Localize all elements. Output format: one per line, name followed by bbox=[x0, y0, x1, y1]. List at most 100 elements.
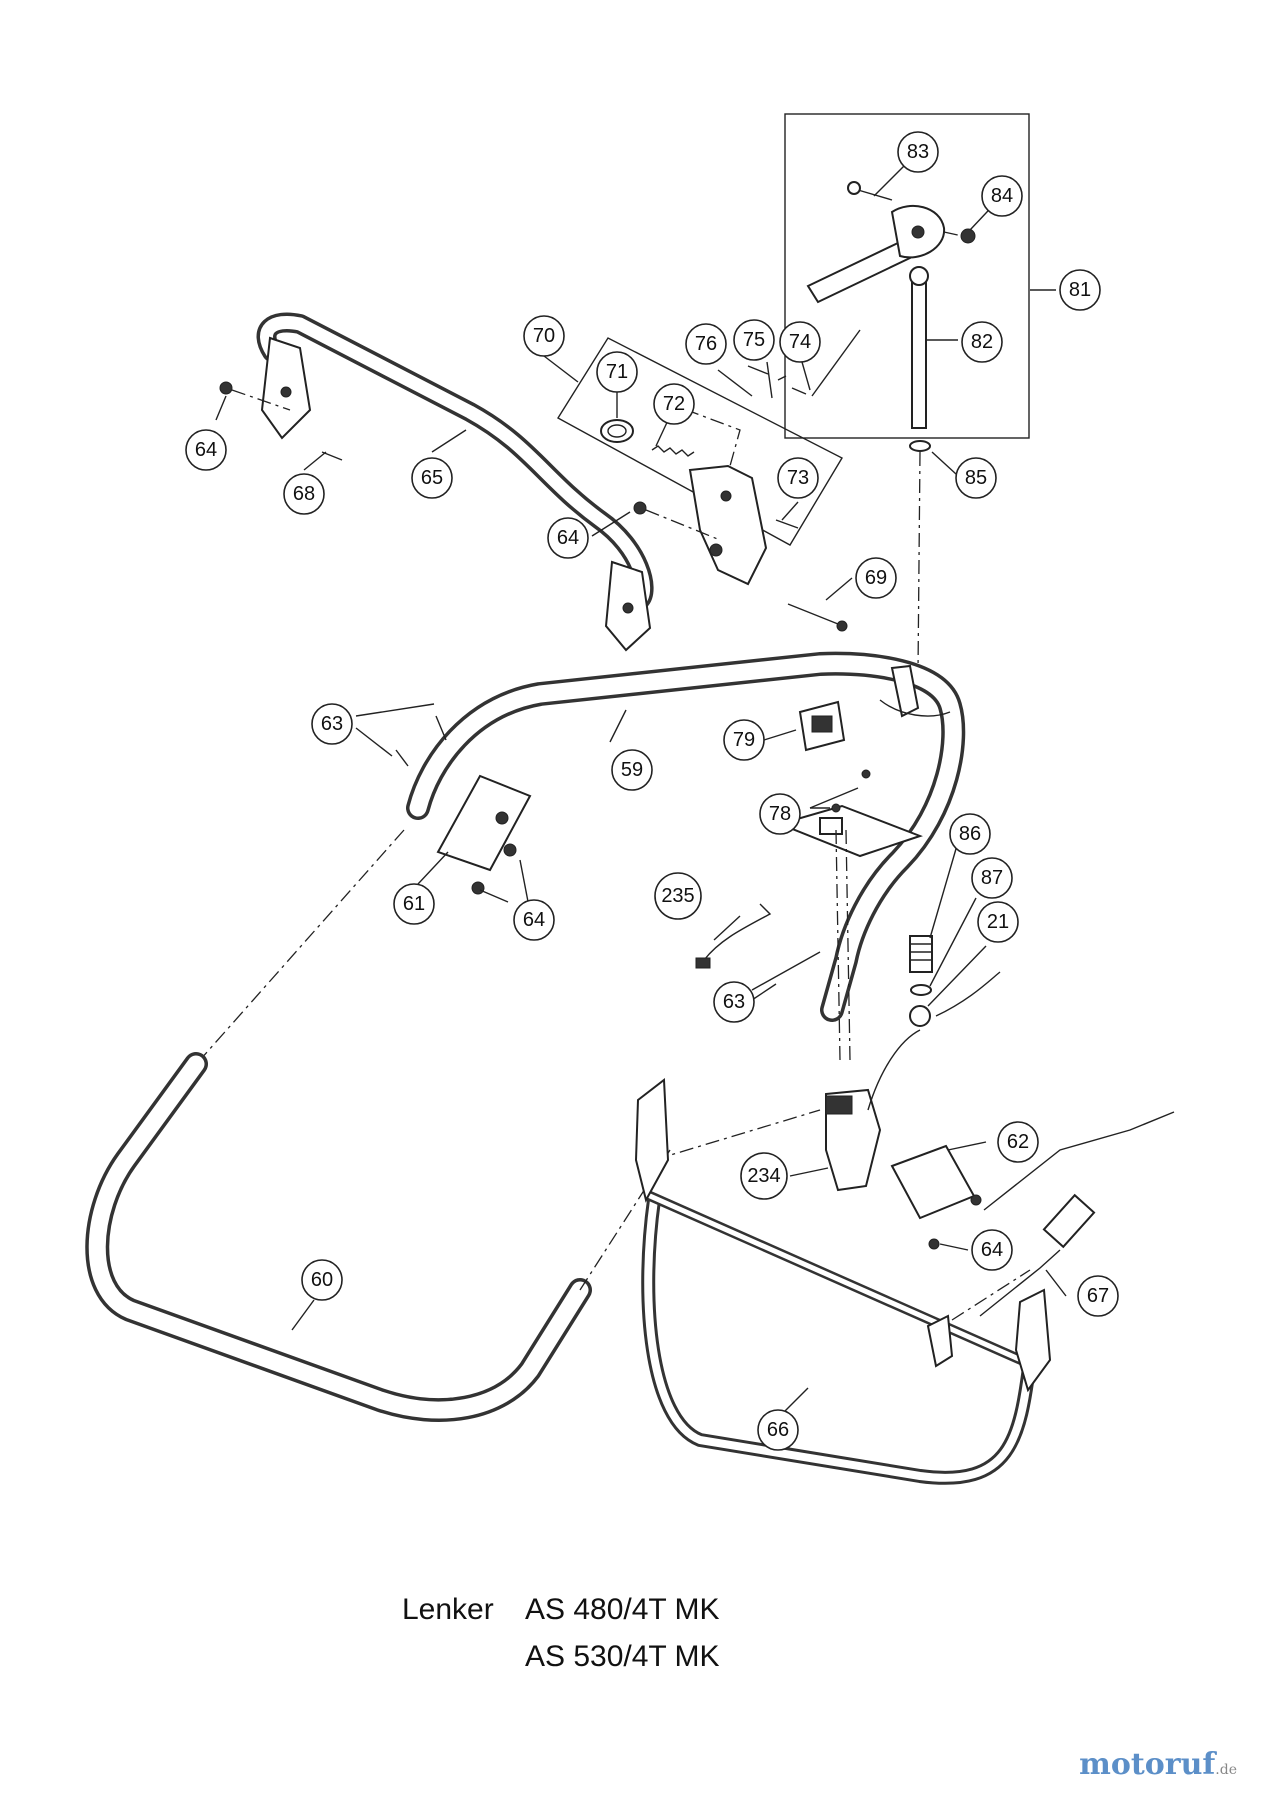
callout-circle bbox=[611, 749, 653, 791]
callout-label: 79 bbox=[733, 729, 755, 751]
main-handle-frame-59 bbox=[199, 651, 966, 1061]
callout-60: 60 bbox=[301, 1259, 343, 1301]
callout-circle bbox=[1059, 269, 1101, 311]
callout-circle bbox=[733, 319, 775, 361]
callout-label: 76 bbox=[695, 333, 717, 355]
callout-label: 63 bbox=[321, 713, 343, 735]
callout-234: 234 bbox=[740, 1152, 788, 1200]
callout-label: 234 bbox=[747, 1165, 780, 1187]
spring-stack bbox=[909, 935, 1001, 1027]
logo-tld: .de bbox=[1215, 1762, 1237, 1778]
callout-circle bbox=[393, 883, 435, 925]
callout-circle bbox=[653, 383, 695, 425]
callout-label: 69 bbox=[865, 567, 887, 589]
callout-circle bbox=[740, 1152, 788, 1200]
callout-63: 63 bbox=[311, 703, 353, 745]
callout-circle bbox=[971, 857, 1013, 899]
callout-74: 74 bbox=[779, 321, 821, 363]
callout-84: 84 bbox=[981, 175, 1023, 217]
callout-78: 78 bbox=[759, 793, 801, 835]
lower-frame-66 bbox=[634, 1078, 1052, 1485]
upper-handle-bar-65 bbox=[256, 312, 654, 652]
callout-circle bbox=[513, 899, 555, 941]
callout-67: 67 bbox=[1077, 1275, 1119, 1317]
callout-87: 87 bbox=[971, 857, 1013, 899]
callout-label: 74 bbox=[789, 331, 811, 353]
callout-circle bbox=[713, 981, 755, 1023]
callout-circle bbox=[997, 1121, 1039, 1163]
callout-68: 68 bbox=[283, 473, 325, 515]
callout-label: 70 bbox=[533, 325, 555, 347]
callout-label: 64 bbox=[557, 527, 579, 549]
callout-circle bbox=[311, 703, 353, 745]
callout-circle bbox=[971, 1229, 1013, 1271]
motoruf-logo[interactable]: motoruf.de bbox=[1079, 1747, 1237, 1782]
callout-label: 71 bbox=[606, 361, 628, 383]
lower-frame-60 bbox=[85, 1052, 821, 1422]
callout-circle bbox=[855, 557, 897, 599]
callout-75: 75 bbox=[733, 319, 775, 361]
callout-circle bbox=[596, 351, 638, 393]
callout-21: 21 bbox=[977, 901, 1019, 943]
callout-72: 72 bbox=[653, 383, 695, 425]
callout-81: 81 bbox=[1059, 269, 1101, 311]
callout-label: 68 bbox=[293, 483, 315, 505]
callout-76: 76 bbox=[685, 323, 727, 365]
callout-label: 82 bbox=[971, 331, 993, 353]
callout-circle bbox=[897, 131, 939, 173]
diagram-title-label: Lenker bbox=[402, 1593, 494, 1626]
callout-65: 65 bbox=[411, 457, 453, 499]
callout-86: 86 bbox=[949, 813, 991, 855]
logo-name: motoruf bbox=[1079, 1747, 1216, 1782]
callout-85: 85 bbox=[955, 457, 997, 499]
callout-circle bbox=[654, 872, 702, 920]
model-name-1: AS 480/4T MK bbox=[525, 1593, 720, 1626]
callout-circle bbox=[723, 719, 765, 761]
callout-82: 82 bbox=[961, 321, 1003, 363]
callout-64: 64 bbox=[971, 1229, 1013, 1271]
callout-label: 235 bbox=[661, 885, 694, 907]
callout-71: 71 bbox=[596, 351, 638, 393]
callout-69: 69 bbox=[855, 557, 897, 599]
callout-label: 85 bbox=[965, 467, 987, 489]
callout-circle bbox=[685, 323, 727, 365]
callout-label: 73 bbox=[787, 467, 809, 489]
bracket-61 bbox=[395, 715, 532, 895]
callout-circle bbox=[301, 1259, 343, 1301]
callout-circle bbox=[949, 813, 991, 855]
callout-circle bbox=[757, 1409, 799, 1451]
callout-circle bbox=[185, 429, 227, 471]
shift-lever-box-81 bbox=[784, 113, 1030, 673]
callout-label: 75 bbox=[743, 329, 765, 351]
callout-83: 83 bbox=[897, 131, 939, 173]
callout-63: 63 bbox=[713, 981, 755, 1023]
callout-circle bbox=[283, 473, 325, 515]
callout-label: 83 bbox=[907, 141, 929, 163]
callout-circle bbox=[1077, 1275, 1119, 1317]
callout-circle bbox=[547, 517, 589, 559]
callout-64: 64 bbox=[547, 517, 589, 559]
callout-circle bbox=[779, 321, 821, 363]
callout-label: 61 bbox=[403, 893, 425, 915]
callout-label: 87 bbox=[981, 867, 1003, 889]
lower-lever-assembly bbox=[825, 1029, 1175, 1321]
callout-label: 64 bbox=[523, 909, 545, 931]
callout-label: 59 bbox=[621, 759, 643, 781]
model-name-2: AS 530/4T MK bbox=[525, 1640, 720, 1673]
callout-circle bbox=[411, 457, 453, 499]
control-plate bbox=[776, 700, 923, 1061]
callout-66: 66 bbox=[757, 1409, 799, 1451]
callout-label: 63 bbox=[723, 991, 745, 1013]
part-callouts: 83 84 81 82 85 70 71 72 76 75 74 73 69 64 65 68 64 63 59 79… bbox=[185, 131, 1119, 1451]
callout-label: 72 bbox=[663, 393, 685, 415]
callout-label: 21 bbox=[987, 911, 1009, 933]
callout-label: 64 bbox=[195, 439, 217, 461]
callout-73: 73 bbox=[777, 457, 819, 499]
callout-label: 78 bbox=[769, 803, 791, 825]
cable-235 bbox=[695, 903, 772, 969]
callout-label: 60 bbox=[311, 1269, 333, 1291]
callout-circle bbox=[955, 457, 997, 499]
callout-62: 62 bbox=[997, 1121, 1039, 1163]
leader-lines bbox=[215, 151, 1067, 1415]
